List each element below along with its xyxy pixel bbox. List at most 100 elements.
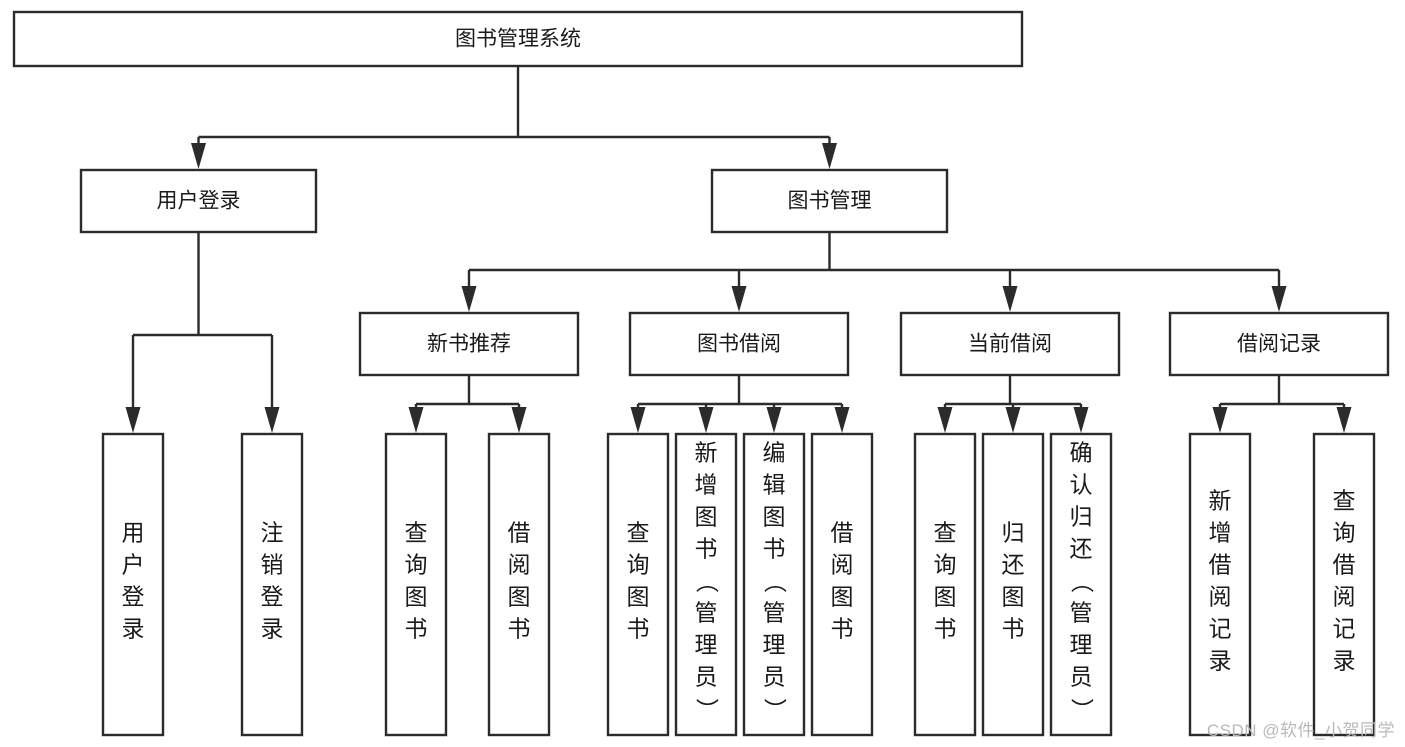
node-label-char: 图 bbox=[627, 584, 650, 610]
node-label-char: 新 bbox=[695, 440, 718, 466]
node-label-char: 管 bbox=[763, 600, 786, 626]
node-label-char: 增 bbox=[695, 472, 718, 498]
node-label-char: 登 bbox=[261, 584, 284, 610]
node-book-borrow[interactable]: 图书借阅 bbox=[628, 311, 850, 377]
node-label-char: 录 bbox=[1333, 648, 1356, 674]
node-label-char: 辑 bbox=[763, 472, 786, 498]
node-label-char: 书 bbox=[763, 536, 786, 562]
node-label-char: 理 bbox=[763, 632, 786, 658]
node-label-char: 确 bbox=[1070, 440, 1093, 466]
node-label-char: 归 bbox=[1002, 520, 1025, 546]
connector-user-login-bus bbox=[125, 232, 280, 433]
node-label-char: 图 bbox=[508, 584, 531, 610]
node-label-char: 增 bbox=[1209, 520, 1232, 546]
node-label-char: 记 bbox=[1333, 616, 1356, 642]
node-label-char: 书 bbox=[695, 536, 718, 562]
node-label-char: ） bbox=[694, 698, 720, 721]
node-label-char: 还 bbox=[1002, 552, 1025, 578]
node-label-char: 理 bbox=[1070, 632, 1093, 658]
node-label-char: 用 bbox=[122, 520, 145, 546]
node-label-char: 查 bbox=[405, 520, 428, 546]
node-label-char: 图 bbox=[1002, 584, 1025, 610]
node-label: 当前借阅 bbox=[968, 333, 1052, 356]
node-label: 图书管理系统 bbox=[455, 28, 581, 51]
node-label: 借阅记录 bbox=[1237, 333, 1321, 356]
node-label-char: 注 bbox=[261, 520, 284, 546]
node-label-char: 借 bbox=[1209, 552, 1232, 578]
node-label-char: 借 bbox=[1333, 552, 1356, 578]
node-label-char: 图 bbox=[695, 504, 718, 530]
node-new-book-recommend[interactable]: 新书推荐 bbox=[358, 311, 580, 377]
node-label-char: 管 bbox=[695, 600, 718, 626]
node-label-char: 录 bbox=[122, 616, 145, 642]
node-label-char: 图 bbox=[405, 584, 428, 610]
node-label: 图书借阅 bbox=[697, 333, 781, 356]
node-label-char: ） bbox=[1069, 698, 1095, 721]
node-current-borrow[interactable]: 当前借阅 bbox=[899, 311, 1121, 377]
node-label-char: 询 bbox=[1333, 520, 1356, 546]
node-label-char: 书 bbox=[1002, 616, 1025, 642]
node-label: 图书管理 bbox=[788, 190, 872, 213]
node-label-char: 员 bbox=[695, 664, 718, 690]
node-label-char: 销 bbox=[261, 552, 284, 578]
node-label-char: 查 bbox=[627, 520, 650, 546]
node-label-char: 询 bbox=[405, 552, 428, 578]
node-label-char: 阅 bbox=[831, 552, 854, 578]
node-label-char: 记 bbox=[1209, 616, 1232, 642]
node-label-char: 询 bbox=[934, 552, 957, 578]
node-label-char: 书 bbox=[627, 616, 650, 642]
node-label-char: 查 bbox=[1333, 488, 1356, 514]
node-label-char: 图 bbox=[763, 504, 786, 530]
node-label-char: 书 bbox=[508, 616, 531, 642]
node-book-manage[interactable]: 图书管理 bbox=[710, 168, 949, 234]
connector-root-bus bbox=[191, 66, 837, 169]
node-label-char: 员 bbox=[763, 664, 786, 690]
node-label-char: 书 bbox=[934, 616, 957, 642]
node-leaf-user-login[interactable]: 用户登录 bbox=[101, 432, 165, 737]
node-label-char: 户 bbox=[122, 552, 145, 578]
node-label-char: 阅 bbox=[1333, 584, 1356, 610]
node-root[interactable]: 图书管理系统 bbox=[12, 10, 1024, 68]
node-label-char: 员 bbox=[1070, 664, 1093, 690]
node-label-char: 查 bbox=[934, 520, 957, 546]
csdn-watermark: CSDN @软件_小贺同学 bbox=[1206, 721, 1395, 740]
node-user-login[interactable]: 用户登录 bbox=[79, 168, 318, 234]
node-label-char: （ bbox=[762, 570, 788, 593]
node-label-char: 理 bbox=[695, 632, 718, 658]
node-borrow-record[interactable]: 借阅记录 bbox=[1168, 311, 1390, 377]
node-label-char: 借 bbox=[831, 520, 854, 546]
node-label-char: 归 bbox=[1070, 504, 1093, 530]
node-label-char: 录 bbox=[1209, 648, 1232, 674]
connector-new-book-bus bbox=[408, 375, 527, 433]
node-label: 新书推荐 bbox=[427, 333, 511, 356]
node-label-char: 书 bbox=[831, 616, 854, 642]
node-label-char: 新 bbox=[1209, 488, 1232, 514]
node-label-char: 图 bbox=[934, 584, 957, 610]
node-label-char: 阅 bbox=[508, 552, 531, 578]
node-label-char: 编 bbox=[763, 440, 786, 466]
node-label-char: 还 bbox=[1070, 536, 1093, 562]
connector-borrow-record-bus bbox=[1212, 375, 1352, 433]
node-label-char: （ bbox=[1069, 570, 1095, 593]
node-label-char: 认 bbox=[1070, 472, 1093, 498]
node-label-char: 录 bbox=[261, 616, 284, 642]
node-label-char: 询 bbox=[627, 552, 650, 578]
node-label-char: 书 bbox=[405, 616, 428, 642]
node-label-char: 管 bbox=[1070, 600, 1093, 626]
connector-book-borrow-bus bbox=[630, 375, 850, 433]
connector-current-borrow-bus bbox=[937, 375, 1089, 433]
